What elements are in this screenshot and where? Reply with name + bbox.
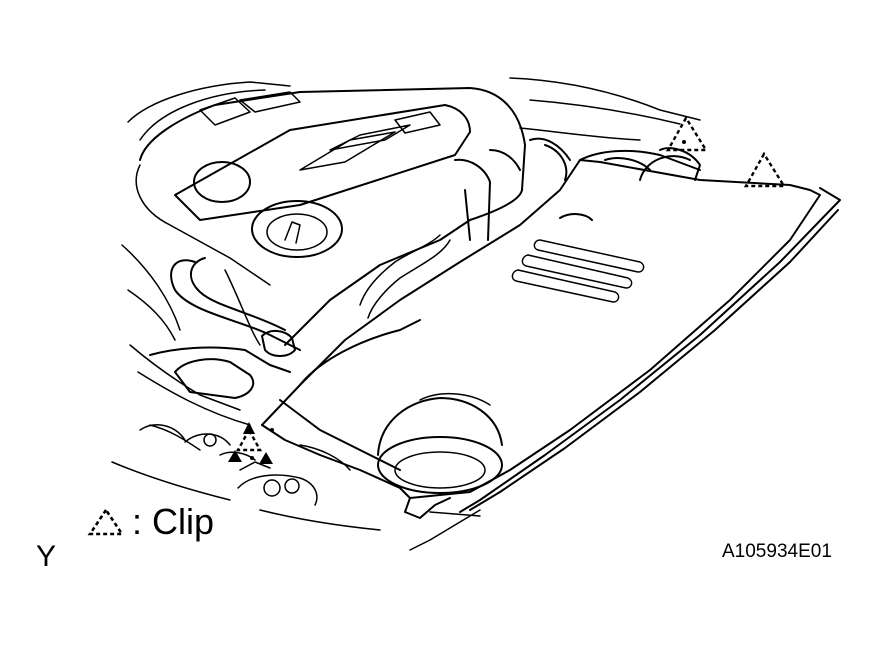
hose-wiring [149,234,451,399]
figure-code: A105934E01 [722,541,832,562]
dashed-triangle-clip-icon [87,507,125,536]
lower-rails [409,187,841,551]
legend: : Clip [86,501,215,542]
view-letter: Y [36,540,57,573]
intake-manifold [135,87,526,346]
engine-cover [261,137,821,519]
clip-marker-right-upper [665,115,709,152]
clip-marker-lower-left-1 [235,422,263,452]
legend-text: : Clip [132,501,215,542]
lower-left-components [139,424,351,506]
engine-bay-outline [111,77,701,531]
clip-marker-right-edge [743,151,787,188]
clip-marker-lower-left-2 [228,428,274,464]
